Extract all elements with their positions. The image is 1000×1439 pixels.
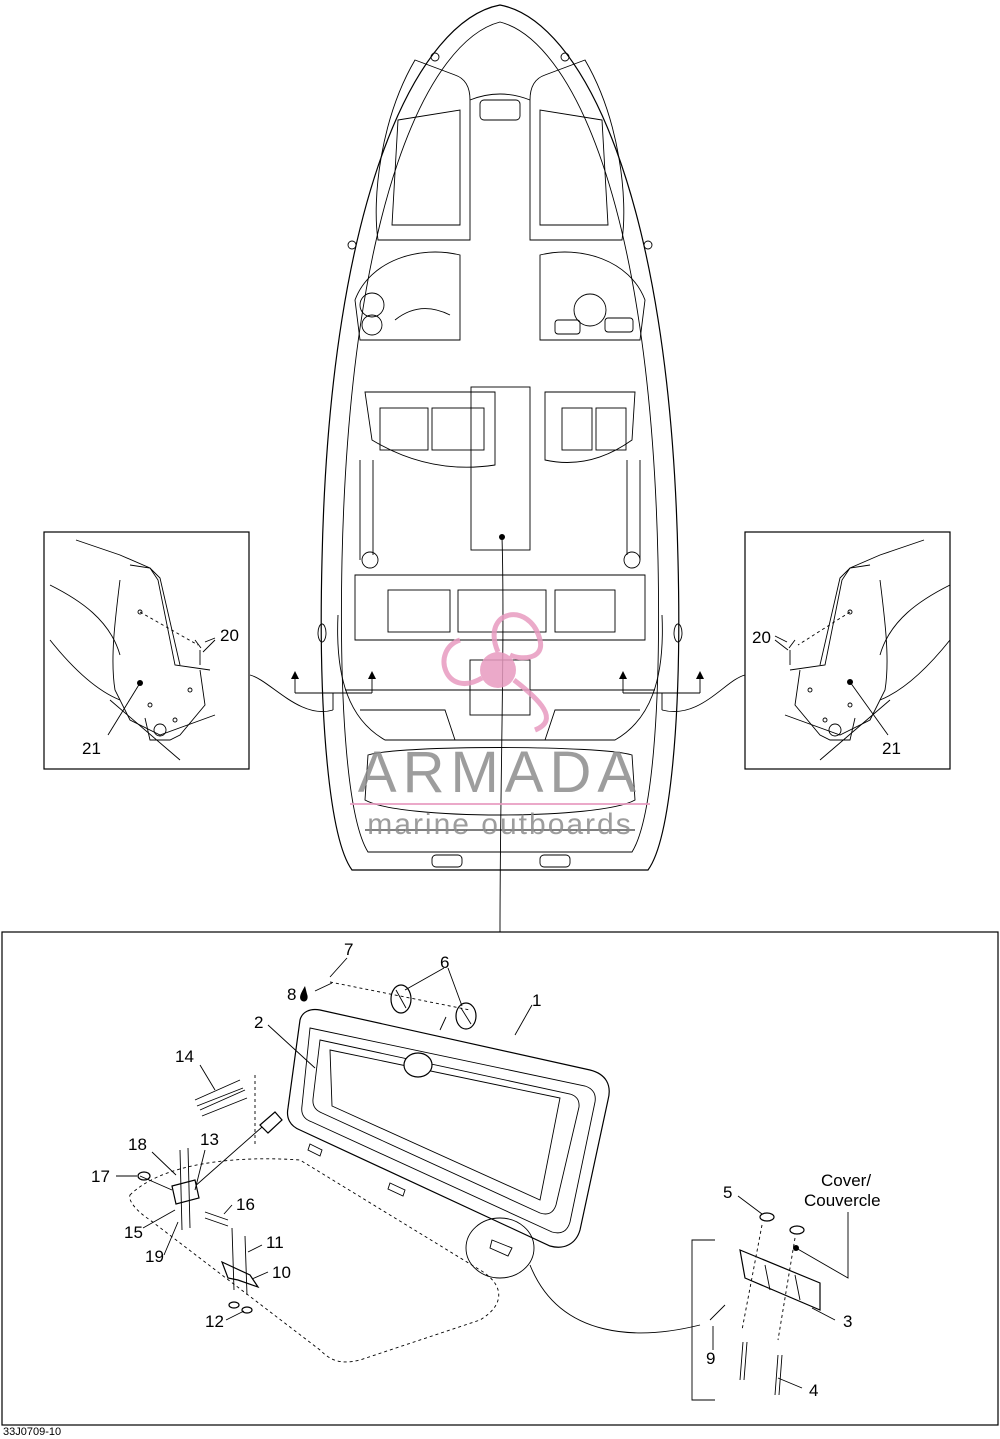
arrow-icon: [619, 671, 704, 710]
callout-21: 21: [882, 739, 901, 758]
detail-inset-left: 20 21: [43, 531, 250, 770]
callout-6: 6: [440, 953, 449, 972]
watermark-logo: ARMADA marine outboards: [350, 612, 650, 841]
watermark-tagline: marine outboards: [367, 808, 632, 841]
callout-4: 4: [809, 1381, 818, 1400]
cover-label-line2: Couvercle: [804, 1191, 881, 1210]
watermark-brand: ARMADA: [358, 740, 642, 805]
callout-21: 21: [82, 739, 101, 758]
exploded-view-frame: 1 2 3 4 5 6 7 8 9 10 11 12 13 14 15 16 1…: [1, 931, 999, 1426]
cover-label-line1: Cover/: [821, 1171, 871, 1190]
boat-hull: [249, 4, 746, 933]
callout-10: 10: [272, 1263, 291, 1282]
oil-drop-icon: [300, 986, 308, 1002]
callout-19: 19: [145, 1247, 164, 1266]
callout-20: 20: [752, 628, 771, 647]
callout-8: 8: [287, 985, 296, 1004]
arrow-icon: [291, 671, 376, 710]
callout-16: 16: [236, 1195, 255, 1214]
callout-3: 3: [843, 1312, 852, 1331]
callout-14: 14: [175, 1047, 194, 1066]
callout-17: 17: [91, 1167, 110, 1186]
callout-20: 20: [220, 626, 239, 645]
callout-9: 9: [706, 1349, 715, 1368]
detail-inset-right: 20 21: [744, 531, 951, 770]
callout-2: 2: [254, 1013, 263, 1032]
callout-11: 11: [266, 1233, 284, 1252]
callout-1: 1: [532, 991, 541, 1010]
callout-13: 13: [200, 1130, 219, 1149]
propeller-icon: [441, 612, 549, 733]
callout-12: 12: [205, 1312, 224, 1331]
callout-7: 7: [344, 940, 353, 959]
bumper-part-6: [390, 984, 477, 1030]
callout-18: 18: [128, 1135, 147, 1154]
callout-15: 15: [124, 1223, 143, 1242]
figure-id: 33J0709-10: [3, 1426, 61, 1438]
callout-5: 5: [723, 1183, 732, 1202]
